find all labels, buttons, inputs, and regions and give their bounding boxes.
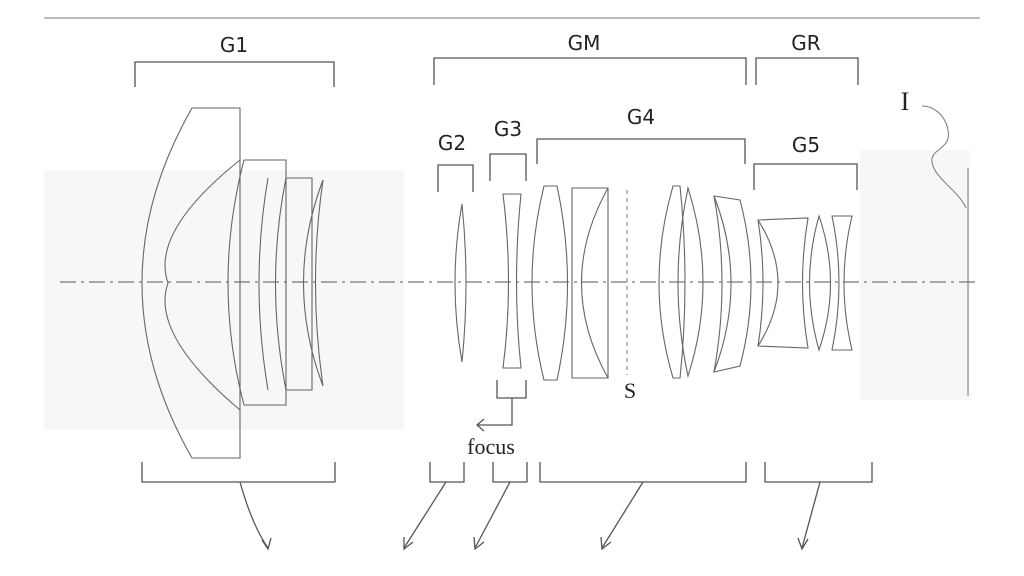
bracket-g4 [536, 138, 746, 164]
lens-g1-element-4 [303, 179, 324, 387]
bottom-arrowhead-g2 [403, 537, 414, 551]
bottom-bracket-g5 [764, 462, 873, 483]
lens-g1-element-3 [274, 177, 313, 391]
lens-g1-element-2 [227, 159, 287, 406]
bracket-gm [433, 57, 747, 85]
bottom-arrowhead-g3 [473, 536, 485, 551]
bottom-bracket-g1 [141, 462, 336, 483]
lens-g4-element-3 [658, 185, 686, 379]
bracket-g1 [134, 61, 335, 87]
label-g1: G1 [220, 33, 248, 57]
lens-g1-inner-curve [258, 177, 269, 391]
label-g2: G2 [438, 131, 466, 155]
bracket-g3-focus [496, 380, 527, 399]
lens-g4-element-4 [677, 185, 704, 379]
lens-g4-cemented-curve [581, 187, 609, 379]
label-g3: G3 [494, 117, 522, 141]
bottom-bracket-g2 [429, 462, 465, 483]
lens-g2 [454, 203, 467, 363]
label-g5: G5 [792, 133, 820, 157]
lens-g4-cemented-box [571, 187, 609, 379]
bottom-arrowhead-g4 [600, 536, 612, 551]
bottom-bracket-g4 [539, 462, 747, 483]
bottom-arrowhead-g1 [261, 537, 272, 551]
bottom-arrow-g4 [601, 481, 644, 549]
lens-g5-element-1-curve [757, 219, 779, 347]
label-gr: GR [791, 31, 820, 55]
lens-g3 [502, 193, 522, 369]
bottom-arrow-g3 [474, 481, 511, 549]
lens-g4-element-5 [713, 195, 752, 373]
lens-g4-element-1 [531, 185, 569, 381]
bottom-arrowhead-g5 [797, 537, 809, 551]
lens-g1-meniscus [141, 107, 241, 459]
lens-g1-concave-surface [164, 159, 241, 411]
label-focus: focus [467, 434, 515, 459]
bracket-gr [755, 57, 859, 85]
lens-g4-element-5-curve [713, 195, 732, 373]
focus-arrow-head [476, 418, 485, 432]
bracket-g2 [437, 164, 474, 192]
label-g4: G4 [627, 105, 655, 129]
bracket-g5 [753, 163, 858, 190]
label-gm: GM [568, 31, 601, 55]
lens-g5-element-2 [808, 214, 832, 352]
bracket-g3 [489, 153, 527, 181]
bottom-arrow-g5 [801, 481, 821, 549]
label-stop: S [624, 378, 636, 403]
focus-arrow-line [477, 398, 513, 426]
bottom-bracket-g3 [492, 462, 528, 483]
image-plane-leader [921, 105, 967, 209]
bottom-arrow-g1 [239, 481, 269, 549]
left-background-panel [44, 170, 404, 430]
right-background-panel [860, 150, 970, 400]
label-image-plane: I [901, 87, 910, 116]
lens-g5-element-3 [831, 215, 853, 351]
bottom-arrow-g2 [403, 481, 447, 549]
lens-g5-element-1 [757, 217, 809, 349]
